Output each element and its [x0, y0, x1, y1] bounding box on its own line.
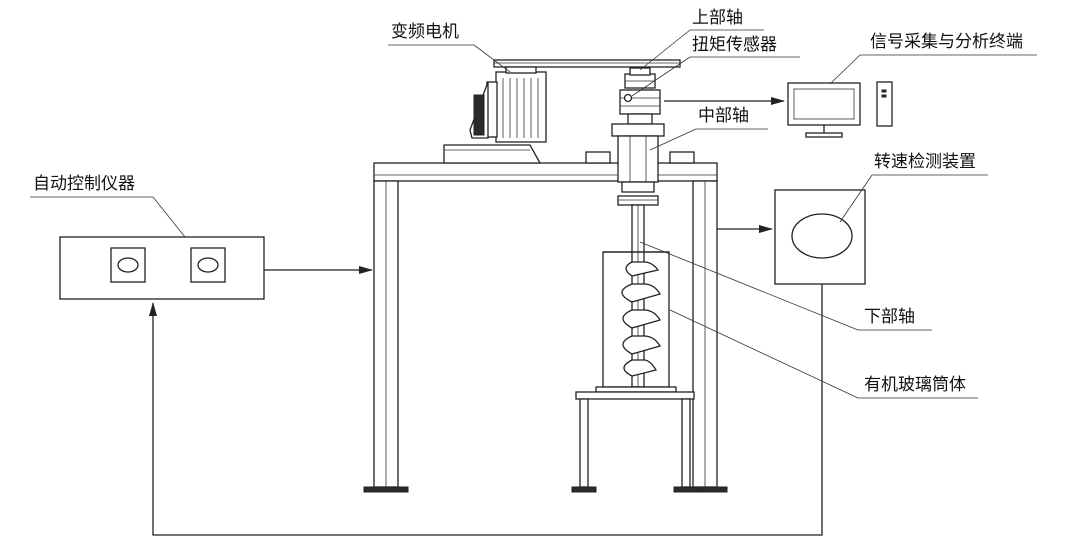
- speed-detection-device: [774, 189, 866, 285]
- controller-dial-left: [110, 247, 146, 283]
- label-motor: 变频电机: [391, 22, 459, 42]
- motor-mount-plate: [493, 59, 681, 68]
- leader-lines: [30, 29, 1037, 399]
- label-upper-shaft: 上部轴: [692, 8, 743, 28]
- screw-spiral: [621, 261, 661, 377]
- signal-connections: [149, 97, 823, 536]
- support-frame: [363, 162, 728, 493]
- feedback-loop-arrow: [149, 284, 823, 536]
- plexiglass-cylinder: [571, 251, 699, 493]
- label-torque-sensor: 扭矩传感器: [692, 35, 777, 55]
- label-plexiglass-cylinder: 有机玻璃筒体: [864, 375, 966, 395]
- automatic-control-instrument: [59, 236, 265, 300]
- computer-tower: [876, 81, 893, 127]
- controller-dial-right: [190, 247, 226, 283]
- label-middle-shaft: 中部轴: [698, 106, 749, 126]
- label-controller: 自动控制仪器: [33, 174, 135, 194]
- label-lower-shaft: 下部轴: [864, 307, 915, 327]
- computer-monitor: [787, 82, 861, 138]
- label-speed-detector: 转速检测装置: [874, 152, 976, 172]
- label-terminal: 信号采集与分析终端: [870, 32, 1023, 52]
- variable-frequency-motor: [443, 66, 547, 164]
